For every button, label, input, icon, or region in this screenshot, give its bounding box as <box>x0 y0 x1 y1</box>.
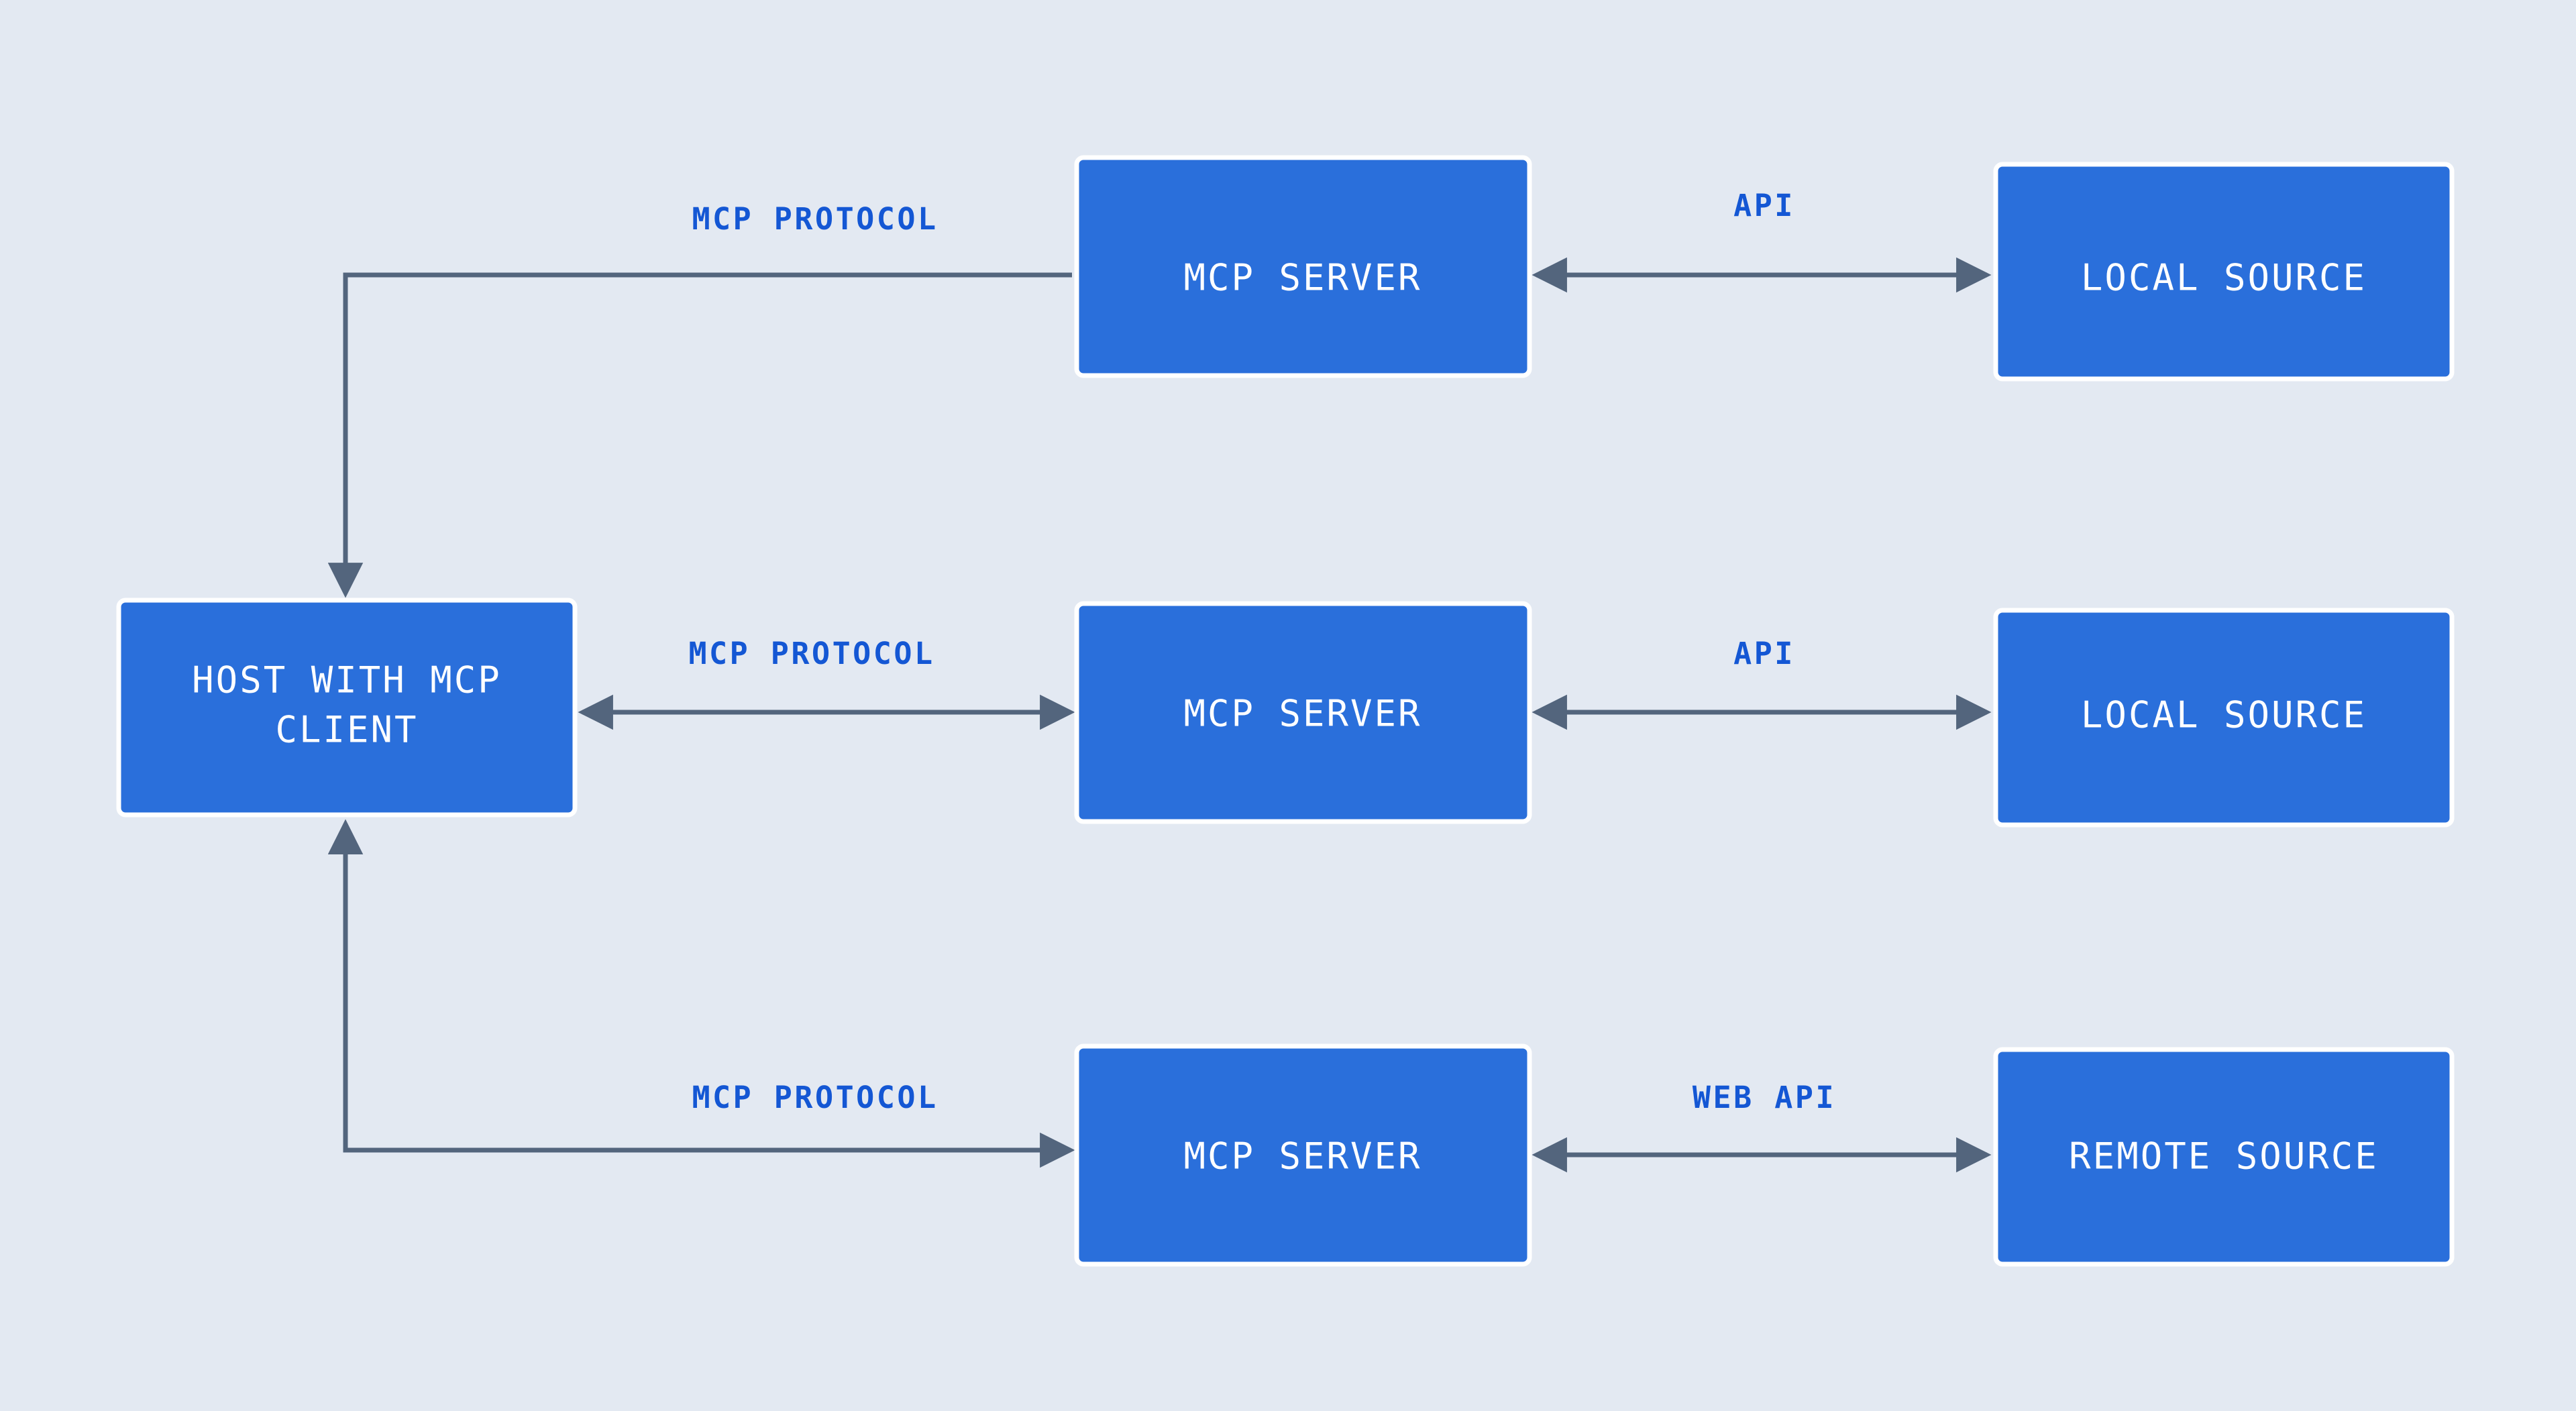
node-host-with-mcp-client-rect[interactable] <box>116 598 578 817</box>
node-mcp-server-middle-rect[interactable] <box>1074 601 1532 824</box>
edge-host-server-mid: MCP PROTOCOL <box>578 636 1075 730</box>
node-local-source-top[interactable]: LOCAL SOURCE <box>1993 162 2455 382</box>
node-mcp-server-bottom-rect[interactable] <box>1074 1043 1532 1267</box>
edge-host-server-top-label: MCP PROTOCOL <box>692 201 938 237</box>
edge-host-server-mid-label: MCP PROTOCOL <box>688 636 934 671</box>
edge-server-mid-local-mid-label: API <box>1733 636 1795 671</box>
edge-host-server-top-path <box>327 272 1072 598</box>
node-host-with-mcp-client-label-line2: CLIENT <box>275 709 418 751</box>
node-local-source-middle-rect[interactable] <box>1993 608 2455 828</box>
node-local-source-top-label: LOCAL SOURCE <box>2081 257 2367 299</box>
node-local-source-middle[interactable]: LOCAL SOURCE <box>1993 608 2455 828</box>
node-remote-source-bottom-rect[interactable] <box>1993 1047 2455 1267</box>
edge-host-server-bottom-label: MCP PROTOCOL <box>692 1080 938 1115</box>
edge-server-top-local-top: API <box>1532 188 1992 293</box>
edge-host-server-bottom: MCP PROTOCOL <box>327 819 1075 1168</box>
node-mcp-server-top-rect[interactable] <box>1074 155 1532 378</box>
node-host-with-mcp-client[interactable]: HOST WITH MCP CLIENT <box>116 598 578 817</box>
node-mcp-server-bottom[interactable]: MCP SERVER <box>1074 1043 1532 1267</box>
edge-server-mid-local-mid: API <box>1532 636 1992 730</box>
node-mcp-server-top[interactable]: MCP SERVER <box>1074 155 1532 378</box>
node-remote-source-bottom-label: REMOTE SOURCE <box>2069 1135 2379 1178</box>
edge-server-bottom-remote: WEB API <box>1532 1080 1992 1173</box>
edge-server-top-local-top-label: API <box>1733 188 1795 223</box>
node-local-source-middle-label: LOCAL SOURCE <box>2081 694 2367 736</box>
edge-host-server-bottom-path <box>327 819 1075 1168</box>
node-mcp-server-middle-label: MCP SERVER <box>1183 693 1421 735</box>
node-mcp-server-top-label: MCP SERVER <box>1183 257 1421 299</box>
node-host-with-mcp-client-label-line1: HOST WITH MCP <box>192 659 502 701</box>
edge-host-server-top: MCP PROTOCOL <box>327 201 1072 598</box>
node-mcp-server-bottom-label: MCP SERVER <box>1183 1135 1421 1178</box>
node-remote-source-bottom[interactable]: REMOTE SOURCE <box>1993 1047 2455 1267</box>
node-mcp-server-middle[interactable]: MCP SERVER <box>1074 601 1532 824</box>
edge-server-bottom-remote-label: WEB API <box>1693 1080 1836 1115</box>
node-local-source-top-rect[interactable] <box>1993 162 2455 382</box>
